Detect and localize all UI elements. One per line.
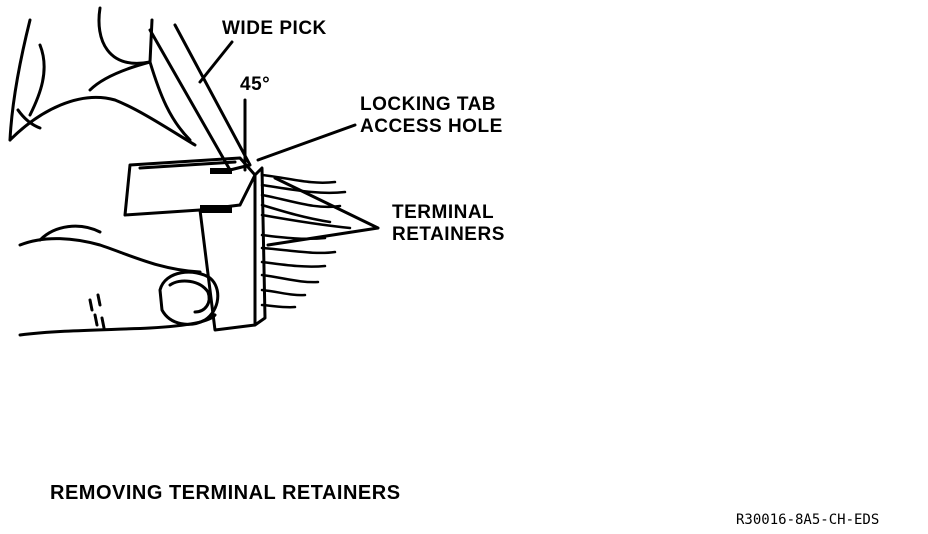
locking-tab-leader: [256, 123, 357, 162]
upper-finger-crease: [16, 43, 46, 130]
locking-tab-line1: LOCKING TAB: [360, 94, 497, 115]
lower-hand: [18, 237, 217, 337]
lower-finger: [38, 224, 102, 242]
wide-pick-label: WIDE PICK: [222, 18, 327, 40]
upper-finger-detail: [88, 60, 152, 92]
wire-bundle: [260, 173, 352, 309]
wide-pick-text: WIDE PICK: [222, 18, 327, 39]
connector-body: [123, 156, 267, 332]
figure-caption: REMOVING TERMINAL RETAINERS: [50, 482, 401, 504]
connector-slot: [200, 205, 232, 213]
figure-id: R30016-8A5-CH-EDS: [736, 512, 880, 528]
wide-pick-tool: [148, 23, 252, 172]
terminal-retainers-leader: [266, 176, 380, 247]
terminal-line2: RETAINERS: [392, 223, 505, 245]
thumbnail: [168, 279, 211, 314]
locking-tab-line2: ACCESS HOLE: [360, 115, 503, 137]
thumb-creases: [88, 293, 106, 330]
terminal-retainers-label: TERMINAL RETAINERS: [392, 202, 505, 246]
locking-tab-label: LOCKING TAB ACCESS HOLE: [360, 94, 503, 138]
terminal-line1: TERMINAL: [392, 202, 495, 223]
access-hole: [210, 168, 232, 174]
upper-hand: [8, 6, 197, 147]
angle-label: 45°: [240, 74, 270, 96]
wide-pick-leader: [198, 40, 234, 84]
angle-text: 45°: [240, 74, 271, 95]
thumb: [158, 270, 220, 326]
